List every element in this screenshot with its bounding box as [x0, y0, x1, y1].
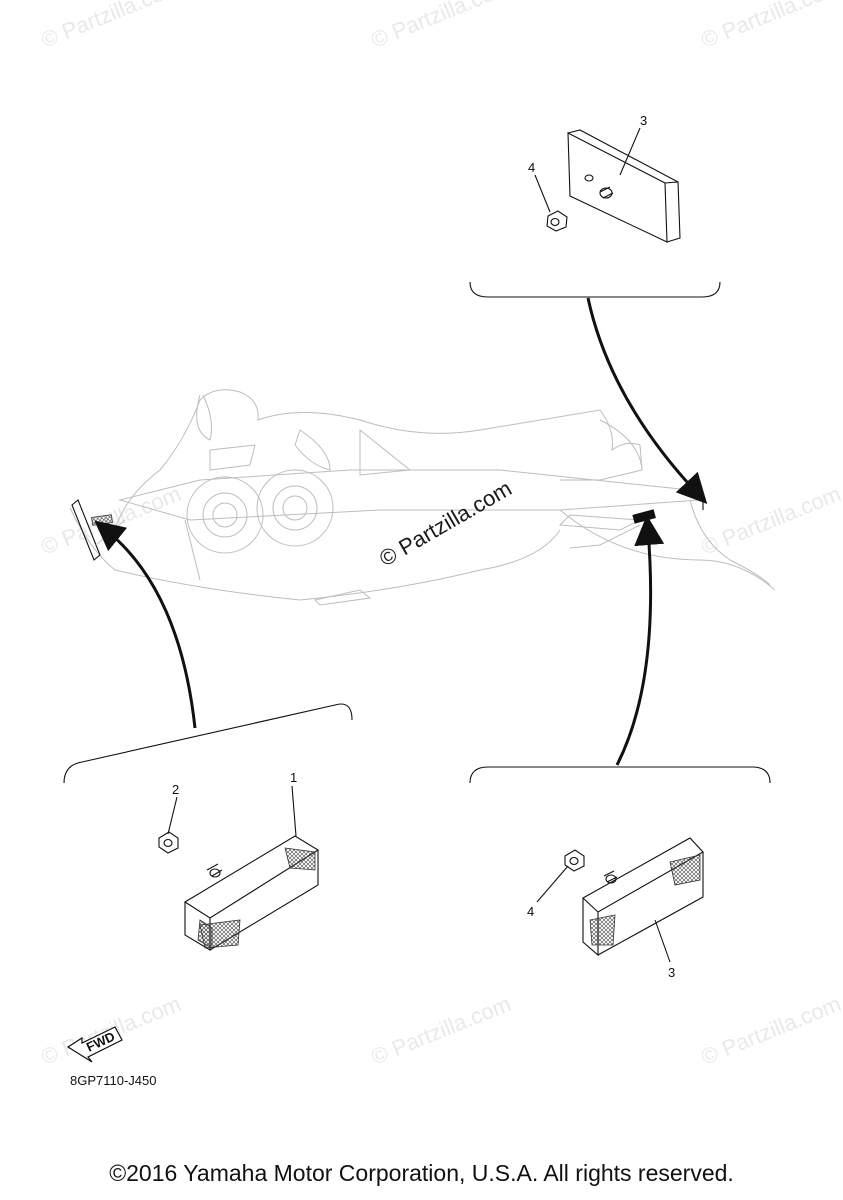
watermark: © Partzilla.com — [698, 991, 843, 1070]
watermark: © Partzilla.com — [368, 991, 515, 1070]
watermark: © Partzilla.com — [368, 0, 515, 53]
callout-rear-reflector: 3 — [668, 965, 675, 980]
callout-top-nut: 4 — [528, 160, 535, 175]
watermark: © Partzilla.com — [698, 0, 843, 53]
callout-front-nut: 2 — [172, 782, 179, 797]
watermark: © Partzilla.com — [38, 0, 185, 53]
rear-reflector-location — [632, 509, 656, 524]
detail-front: 1 2 — [63, 703, 353, 951]
detail-rear: 4 3 — [469, 766, 771, 980]
callout-rear-nut: 4 — [527, 904, 534, 919]
watermark: © Partzilla.com — [698, 481, 843, 560]
watermark-center: © Partzilla.com — [375, 476, 516, 572]
copyright-notice: ©2016 Yamaha Motor Corporation, U.S.A. A… — [109, 1160, 734, 1186]
callout-front-reflector: 1 — [290, 770, 297, 785]
diagram-code: 8GP7110-J450 — [70, 1073, 157, 1088]
connector-lines — [94, 297, 708, 766]
detail-top: 3 4 — [469, 113, 721, 298]
callout-top-reflector: 3 — [640, 113, 647, 128]
